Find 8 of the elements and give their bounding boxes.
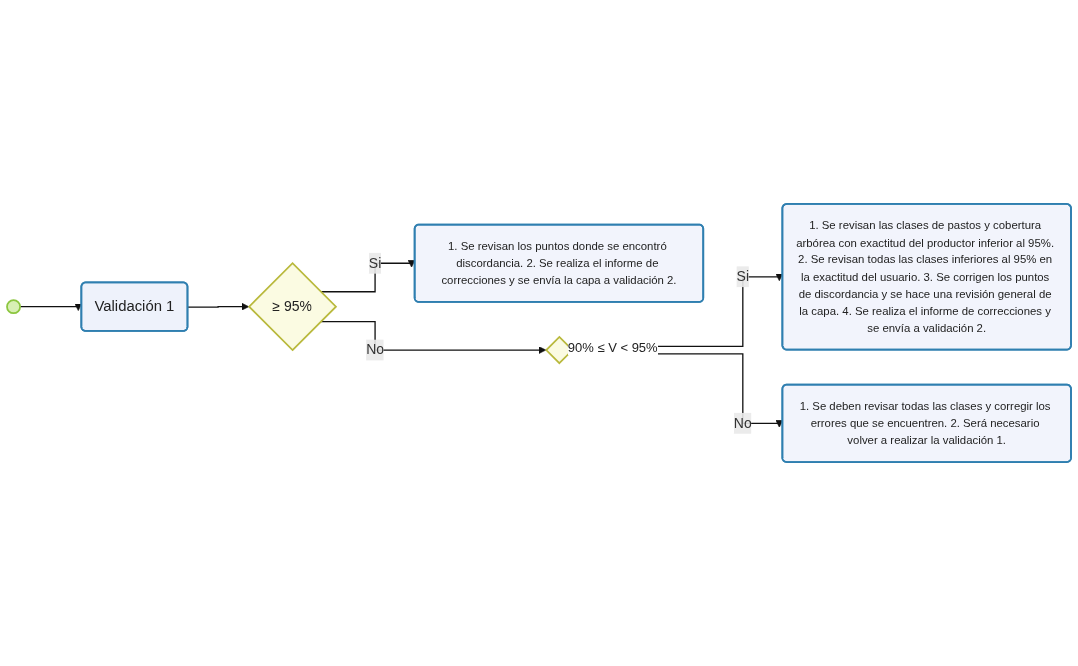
edge-label: No (733, 415, 752, 431)
edge-label: No (366, 342, 385, 358)
node-diamond: ≥ 95% (247, 262, 338, 352)
node-circle (6, 299, 21, 315)
edge-label: Si (736, 268, 750, 284)
condition-label: 90% ≤ V < 95% (567, 340, 658, 356)
edge-label: Si (368, 255, 382, 271)
arrow (187, 302, 250, 311)
